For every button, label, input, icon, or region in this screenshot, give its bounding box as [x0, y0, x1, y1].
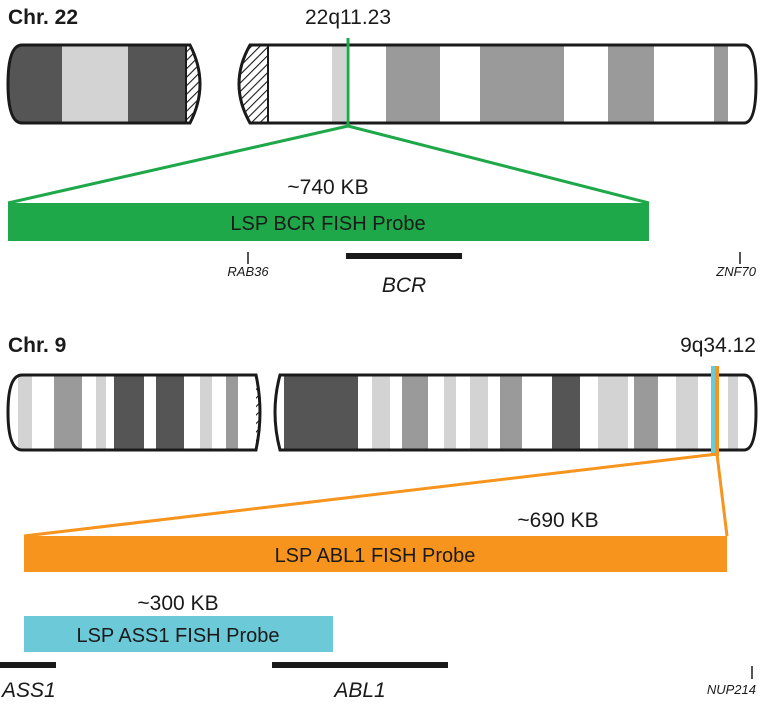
chr22-band-label: 22q11.23 — [305, 6, 391, 29]
abl1-gene-bar — [272, 662, 448, 668]
chr9-ideogram — [6, 373, 758, 452]
ass1-probe-label: LSP ASS1 FISH Probe — [76, 625, 279, 647]
nup214-label: NUP214 — [707, 682, 756, 697]
abl1-probe-bar — [24, 536, 727, 572]
bcr-probe-bar — [8, 203, 649, 241]
chr9-band-label: 9q34.12 — [680, 334, 756, 357]
ass1-locus-marker — [711, 366, 715, 456]
chr9-zoom-line-right — [715, 453, 729, 537]
chr22-zoom-line-left — [7, 124, 349, 205]
chr22-section: Chr. 22 22q11.23 — [6, 6, 758, 297]
chr22-p-arm — [8, 45, 200, 123]
ass1-gene-bar — [0, 662, 56, 668]
ass1-probe-size: ~300 KB — [137, 592, 218, 615]
chr9-q-arm — [275, 375, 756, 450]
chr9-p-arm — [8, 375, 260, 450]
chr22-label: Chr. 22 — [8, 6, 78, 29]
chr22-probe-size: ~740 KB — [287, 176, 368, 199]
chr22-q-arm — [239, 45, 756, 123]
abl1-locus-marker — [715, 366, 719, 456]
bcr-gene-bar — [346, 253, 462, 259]
chr9-label: Chr. 9 — [8, 334, 66, 357]
abl1-probe-size: ~690 KB — [517, 509, 598, 532]
ass1-probe-bar — [24, 616, 333, 652]
bcr-probe-label: LSP BCR FISH Probe — [230, 213, 425, 235]
ass1-gene-label: ASS1 — [0, 679, 56, 702]
znf70-label: ZNF70 — [715, 264, 757, 279]
chr9-section: Chr. 9 9q34.12 — [0, 334, 758, 702]
chr9-zoom-line-left — [23, 452, 718, 538]
bcr-gene-label: BCR — [382, 274, 426, 297]
abl1-probe-label: LSP ABL1 FISH Probe — [275, 545, 476, 567]
chr22-zoom-line-right — [347, 124, 650, 205]
chr22-ideogram — [6, 43, 758, 125]
abl1-gene-label: ABL1 — [332, 679, 385, 702]
rab36-label: RAB36 — [227, 264, 269, 279]
